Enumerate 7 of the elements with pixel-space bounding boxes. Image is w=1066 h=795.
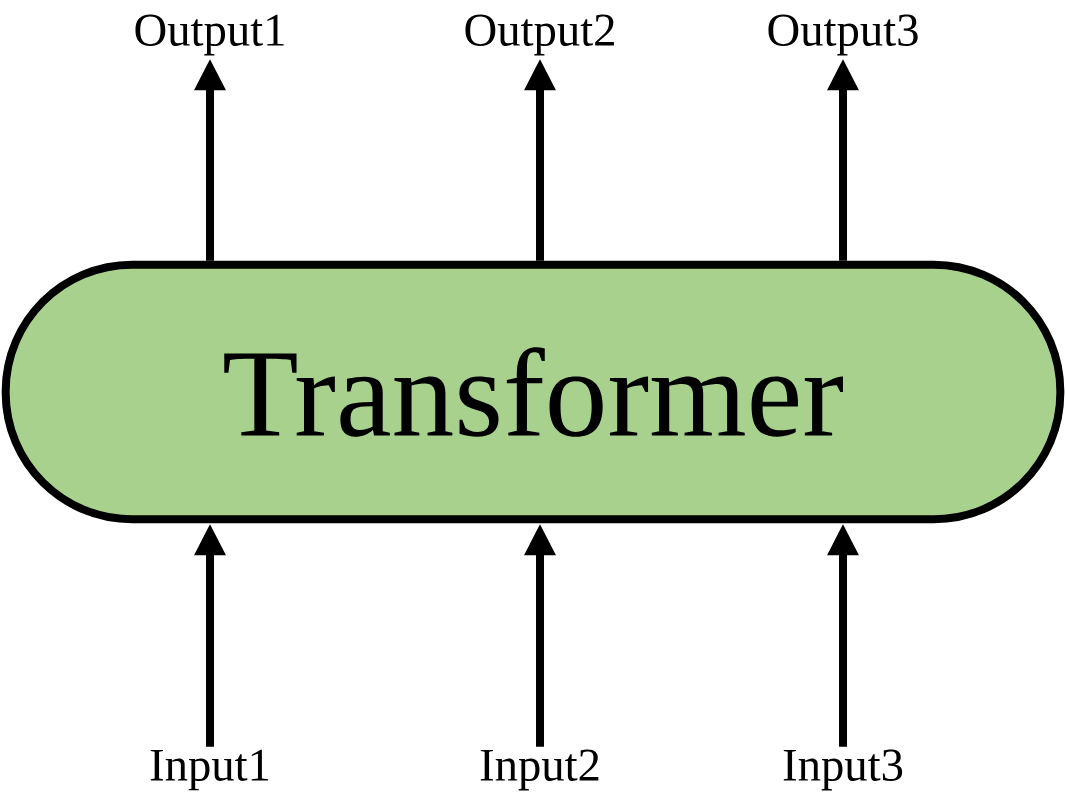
output-label: Output3: [768, 14, 918, 56]
output-label: Output2: [465, 14, 614, 56]
input-label: Input1: [150, 749, 269, 791]
input-label: Input3: [783, 749, 903, 791]
output-label: Output1: [135, 14, 284, 56]
process-box: Transformer: [1, 260, 1065, 524]
input-label: Input2: [480, 749, 599, 791]
